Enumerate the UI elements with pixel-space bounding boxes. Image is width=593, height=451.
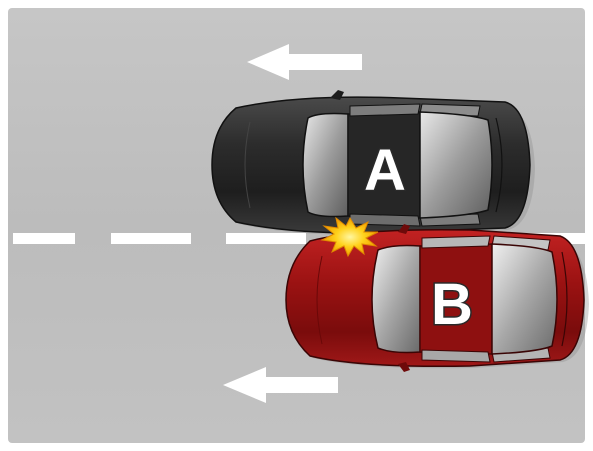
vehicle-b-label: B [431, 272, 473, 337]
impact-burst-icon [320, 216, 379, 258]
direction-arrow-bottom-icon [223, 367, 338, 403]
direction-arrow-top-icon [247, 44, 362, 80]
vehicle-b: B [285, 224, 589, 372]
vehicle-a: A [211, 90, 535, 240]
vehicle-a-label: A [364, 138, 406, 203]
